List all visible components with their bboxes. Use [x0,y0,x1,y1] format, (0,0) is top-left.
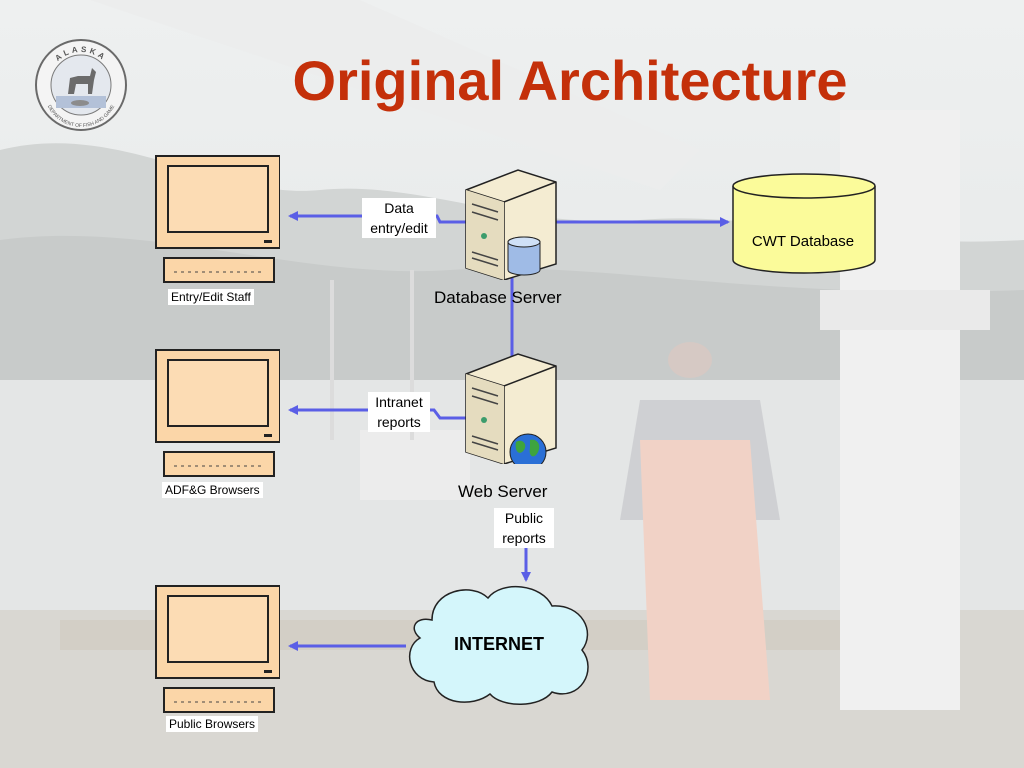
slide-title: Original Architecture [292,49,848,112]
entry-staff-computer-icon [155,155,280,283]
cwt-database-label: CWT Database [751,233,855,250]
public-reports-connection-label: Public reports [494,508,554,548]
intranet-line1: Intranet [375,394,423,410]
intranet-line2: reports [377,414,421,430]
adfg-seal-logo: ALASKA DEPARTMENT OF FISH AND GAME [35,39,127,131]
cwt-database-icon [732,173,876,274]
public-browsers-computer-icon [155,585,280,713]
data-entry-line2: entry/edit [370,220,428,236]
internet-cloud-icon [409,585,589,705]
data-entry-line1: Data [384,200,414,216]
public-line2: reports [502,530,546,546]
web-server-label: Web Server [458,482,548,501]
database-server-label: Database Server [434,288,562,307]
internet-label: INTERNET [454,634,544,654]
public-browsers-label: Public Browsers [166,716,259,732]
intranet-reports-connection-label: Intranet reports [368,392,430,432]
data-entry-connection-label: Data entry/edit [362,198,436,238]
public-line1: Public [504,510,544,526]
web-server-icon [465,353,557,464]
adfg-browsers-computer-icon [155,349,280,477]
entry-staff-label: Entry/Edit Staff [168,289,254,305]
adfg-browsers-label: ADF&G Browsers [162,482,263,498]
database-server-icon [465,169,557,280]
